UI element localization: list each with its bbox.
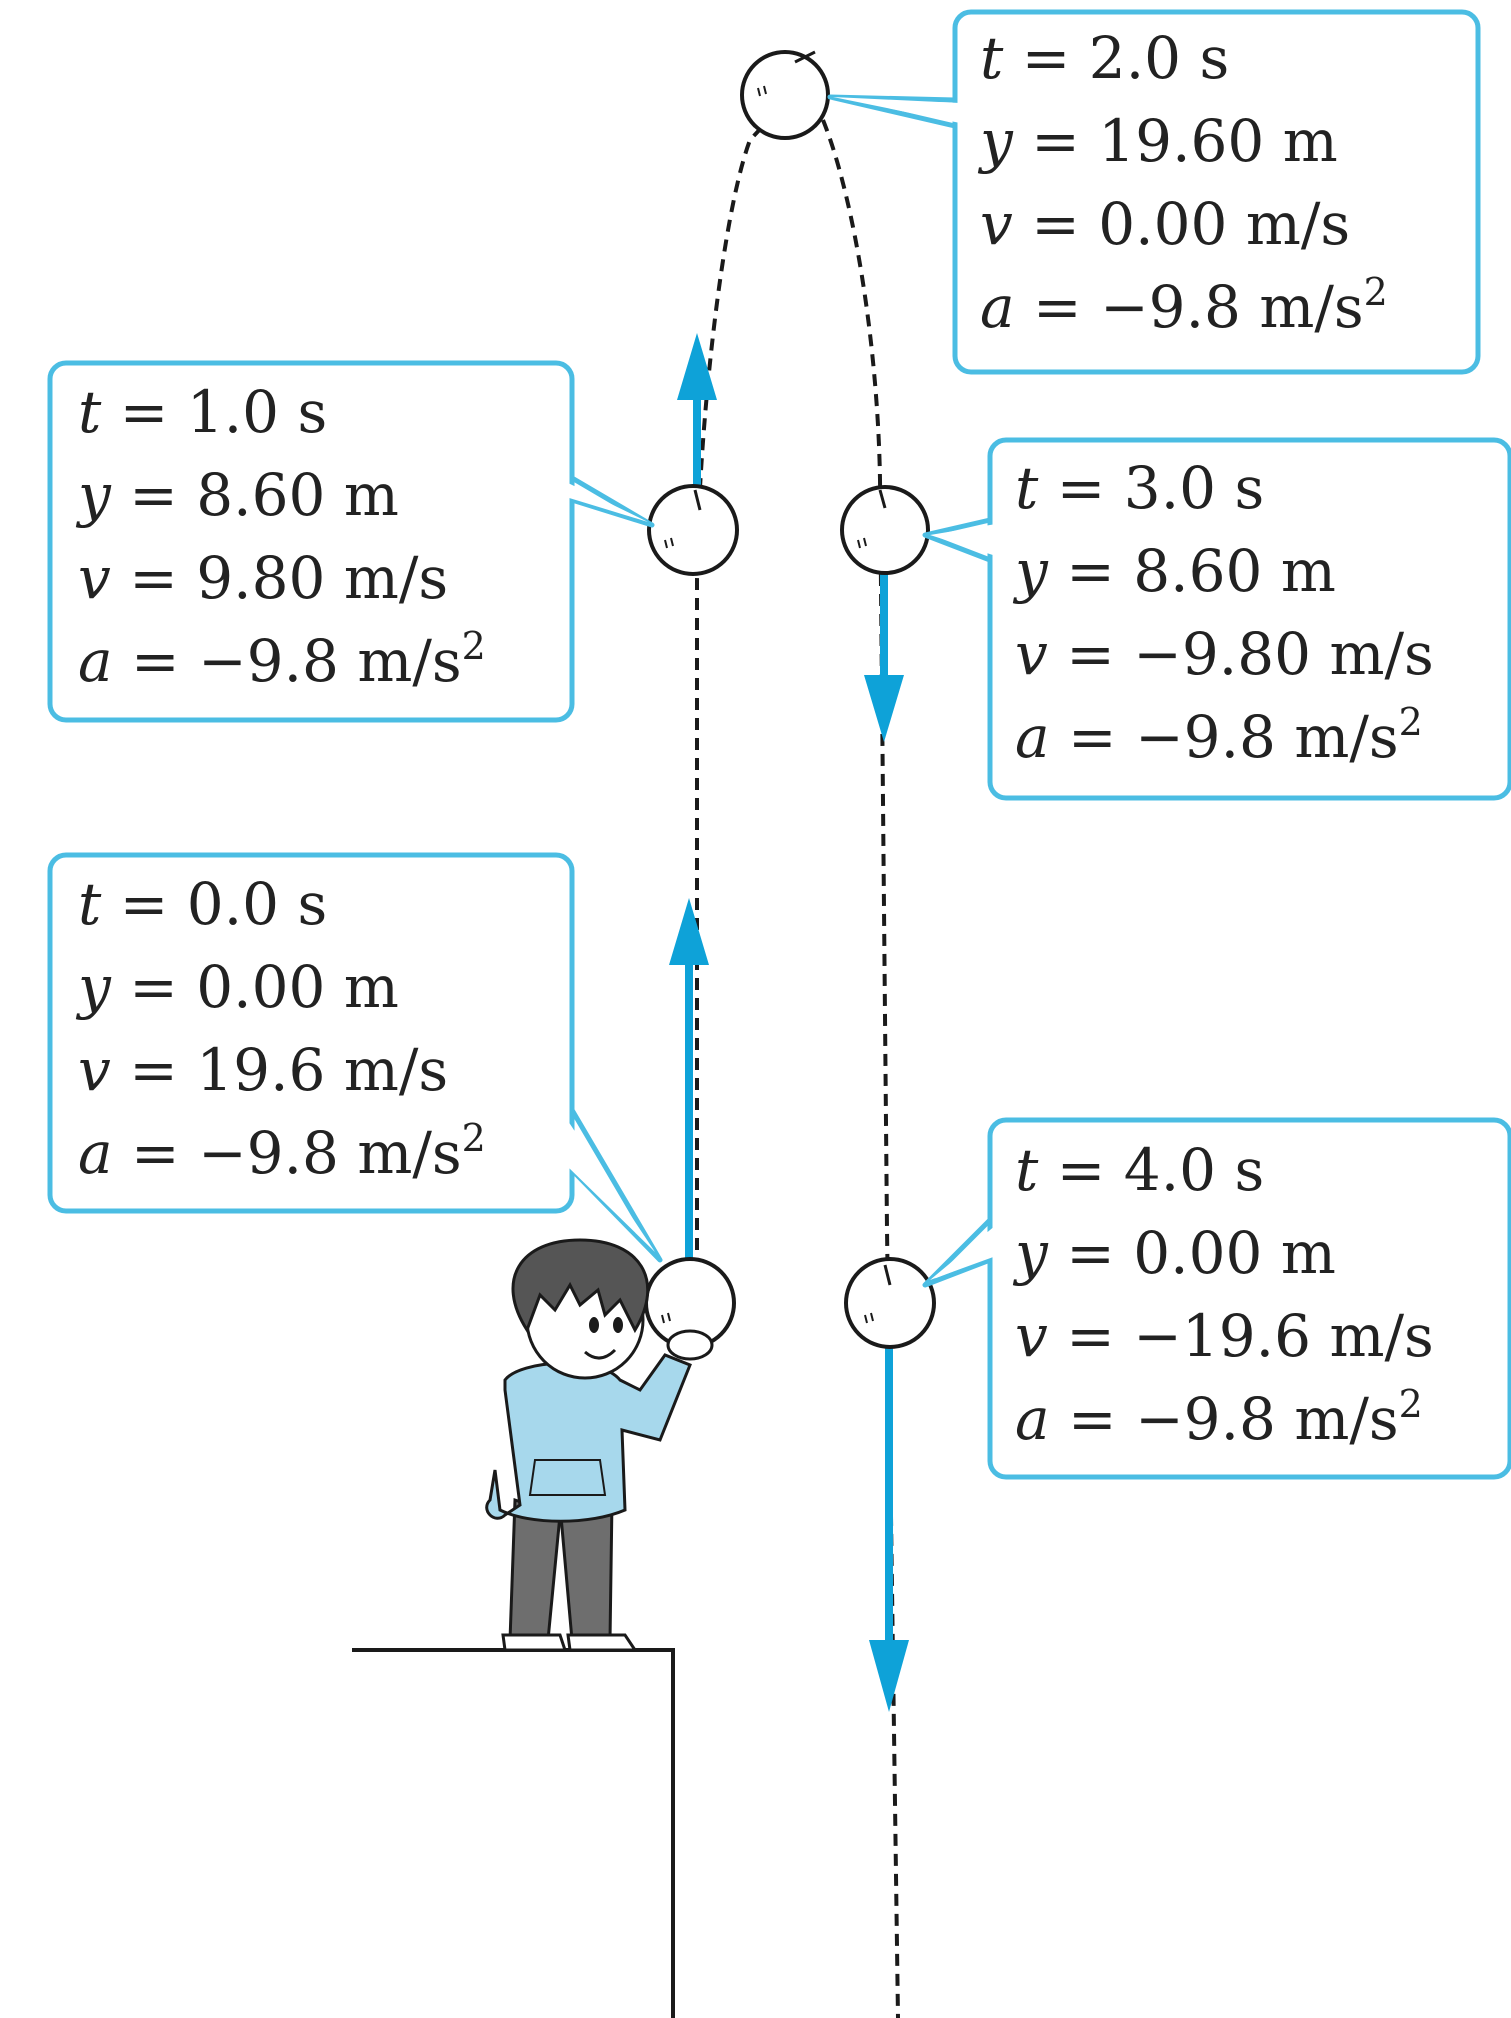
callout-line-y: y = 19.60 m	[977, 107, 1338, 175]
apple-t2	[740, 50, 830, 140]
callout-line-a: a = −9.8 m/s2	[980, 270, 1388, 341]
callout-line-t: t = 1.0 s	[78, 378, 327, 446]
callout-t2: t = 2.0 s y = 19.60 m v = 0.00 m/s a = −9.8…	[827, 9, 1481, 375]
callout-line-a: a = −9.8 m/s2	[78, 624, 486, 695]
callout-line-v: v = 19.6 m/s	[78, 1036, 448, 1104]
callout-t0: t = 0.0 s y = 0.00 m v = 19.6 m/s a = −9.8 …	[47, 852, 663, 1263]
callout-line-v: v = 9.80 m/s	[78, 544, 448, 612]
callout-line-a: a = −9.8 m/s2	[1015, 1382, 1423, 1453]
callout-line-a: a = −9.8 m/s2	[1015, 700, 1423, 771]
boy-illustration	[485, 1238, 714, 1652]
callout-line-v: v = −19.6 m/s	[1015, 1302, 1434, 1370]
callout-line-t: t = 4.0 s	[1015, 1136, 1264, 1204]
callout-line-t: t = 3.0 s	[1015, 454, 1264, 522]
callout-line-v: v = 0.00 m/s	[980, 190, 1350, 258]
cliff	[352, 1648, 675, 2018]
apple-t3	[840, 485, 930, 575]
callout-line-y: y = 0.00 m	[75, 953, 399, 1021]
callout-t3: t = 3.0 s y = 8.60 m v = −9.80 m/s a = −9.8…	[922, 437, 1511, 801]
callout-line-t: t = 0.0 s	[78, 870, 327, 938]
apple-t4	[844, 1257, 936, 1349]
velocity-arrow-t0	[669, 898, 709, 1310]
callout-line-v: v = −9.80 m/s	[1015, 620, 1434, 688]
trajectory-path	[695, 95, 900, 2018]
callout-line-t: t = 2.0 s	[980, 24, 1229, 92]
callout-line-y: y = 8.60 m	[75, 461, 399, 529]
velocity-arrow-t4	[869, 1310, 909, 1712]
callout-t1: t = 1.0 s y = 8.60 m v = 9.80 m/s a = −9.8 …	[47, 360, 655, 723]
callout-t4: t = 4.0 s y = 0.00 m v = −19.6 m/s a = −9.8…	[922, 1117, 1511, 1480]
apple-t1	[647, 484, 739, 576]
callout-line-y: y = 8.60 m	[1012, 537, 1336, 605]
callout-line-y: y = 0.00 m	[1012, 1219, 1336, 1287]
callout-line-a: a = −9.8 m/s2	[78, 1116, 486, 1187]
